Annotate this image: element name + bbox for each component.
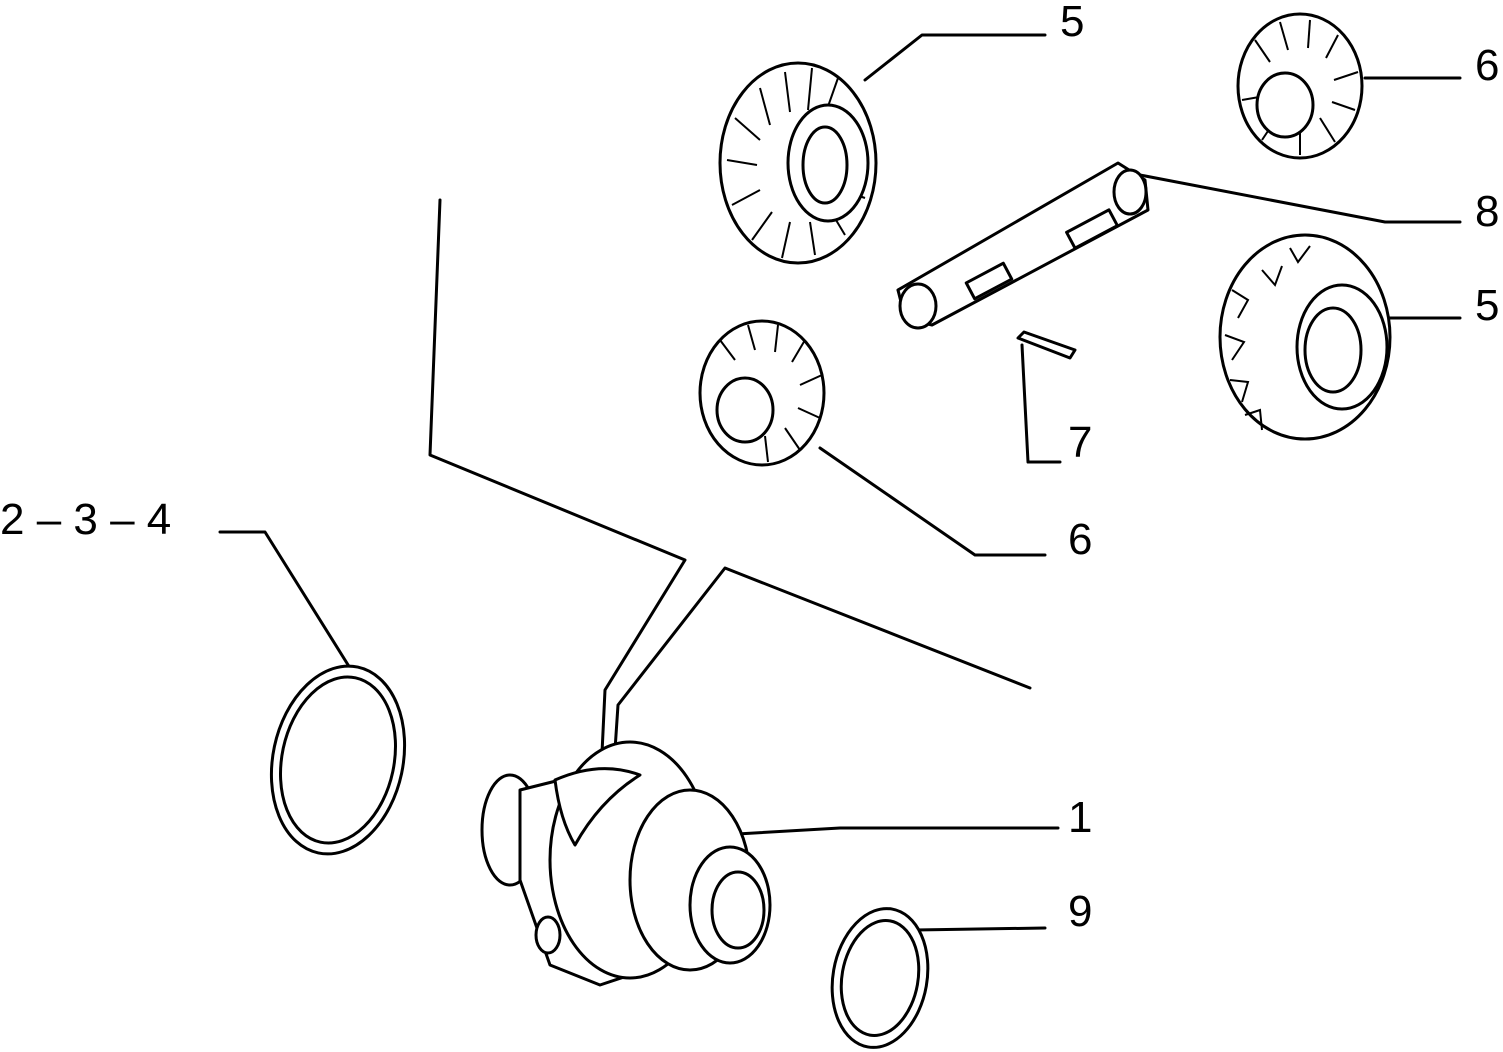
leader-line-2-3-4 — [218, 530, 352, 670]
callout-8: 8 — [1475, 187, 1499, 236]
bevel-gear-5-right — [1218, 233, 1392, 441]
roll-pin-7 — [1016, 330, 1077, 360]
thrust-washer-9 — [830, 907, 930, 1049]
leader-line-7 — [1020, 343, 1062, 464]
bevel-gear-5-top — [718, 61, 878, 265]
callout-9: 9 — [1068, 887, 1092, 936]
pinion-gear-6-mid — [698, 319, 826, 467]
callout-5-top: 5 — [1060, 0, 1084, 46]
leader-line-8 — [1138, 173, 1462, 224]
callout-7: 7 — [1068, 418, 1092, 467]
assembly-line-left — [428, 198, 687, 797]
differential-housing-1 — [480, 740, 772, 987]
callout-2-3-4: 2 – 3 – 4 — [0, 495, 171, 544]
shim-ring-2-3-4 — [269, 664, 407, 856]
callout-1: 1 — [1068, 793, 1092, 842]
leader-line-6-mid — [818, 446, 1047, 557]
leader-line-1 — [718, 826, 1060, 837]
shaft-pin-8 — [896, 161, 1150, 330]
pinion-gear-6-top — [1236, 12, 1364, 160]
leader-lines — [218, 33, 1462, 932]
leader-line-9 — [913, 926, 1047, 932]
callout-6-top: 6 — [1475, 41, 1499, 90]
callout-labels: 5 6 8 5 7 6 2 – 3 – 4 1 9 — [0, 0, 1499, 936]
leader-line-5-top — [863, 33, 1047, 82]
callout-5-right: 5 — [1475, 281, 1499, 330]
callout-6-mid: 6 — [1068, 515, 1092, 564]
